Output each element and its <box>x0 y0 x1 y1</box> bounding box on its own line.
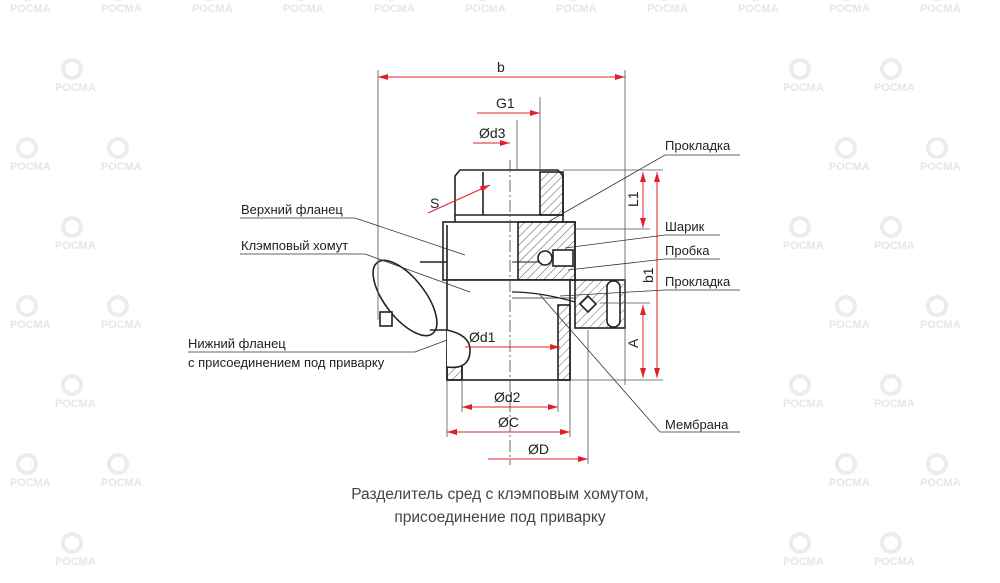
extension-lines <box>377 70 663 464</box>
watermark-text: РОСМА <box>920 161 961 173</box>
watermark-text: РОСМА <box>192 3 233 15</box>
dim-g1: G1 <box>496 95 515 111</box>
watermark-logo-icon <box>926 453 948 475</box>
watermark-text: РОСМА <box>874 556 915 568</box>
watermark-logo-icon <box>789 532 811 554</box>
watermark-text: РОСМА <box>783 82 824 94</box>
watermark-text: РОСМА <box>556 3 597 15</box>
label-plug: Пробка <box>665 243 710 258</box>
watermark-text: РОСМА <box>55 82 96 94</box>
watermark-logo-icon <box>835 295 857 317</box>
caption-line-2: присоединение под приварку <box>394 509 606 526</box>
watermark-text: РОСМА <box>874 398 915 410</box>
watermark-text: РОСМА <box>10 3 51 15</box>
watermark-text: РОСМА <box>55 398 96 410</box>
watermark-logo-icon <box>926 137 948 159</box>
watermark-logo-icon <box>789 374 811 396</box>
dim-d2: Ød2 <box>494 389 521 405</box>
watermark-text: РОСМА <box>920 477 961 489</box>
dim-b: b <box>497 59 505 75</box>
label-lower-flange-1: Нижний фланец <box>188 336 286 351</box>
watermark-text: РОСМА <box>283 3 324 15</box>
label-gasket-top: Прокладка <box>665 138 731 153</box>
watermark-logo-icon <box>835 453 857 475</box>
watermark-text: РОСМА <box>783 556 824 568</box>
watermark-text: РОСМА <box>10 319 51 331</box>
watermark-text: РОСМА <box>465 3 506 15</box>
watermark-grid: РОСМА РОСМА РОСМА РОСМА РОСМА РОСМА РОСМА РОСМА… <box>10 0 961 568</box>
label-membrane: Мембрана <box>665 417 729 432</box>
dim-b1: b1 <box>640 267 656 283</box>
label-ball: Шарик <box>665 219 705 234</box>
watermark-text: РОСМА <box>738 3 779 15</box>
watermark-text: РОСМА <box>783 398 824 410</box>
watermark-logo-icon <box>926 295 948 317</box>
watermark-text: РОСМА <box>920 3 961 15</box>
watermark-logo-icon <box>835 137 857 159</box>
watermark-logo-icon <box>61 532 83 554</box>
dimension-lines <box>378 74 660 462</box>
watermark-text: РОСМА <box>10 161 51 173</box>
watermark-text: РОСМА <box>101 319 142 331</box>
watermark-logo-icon <box>61 58 83 80</box>
watermark-text: РОСМА <box>101 161 142 173</box>
watermark-logo-icon <box>880 58 902 80</box>
watermark-logo-icon <box>61 374 83 396</box>
watermark-logo-icon <box>789 216 811 238</box>
dim-d: ØD <box>528 441 549 457</box>
leader-lines <box>188 154 740 433</box>
caption: Разделитель сред с клэмповым хомутом, пр… <box>0 483 1000 529</box>
watermark-text: РОСМА <box>874 82 915 94</box>
watermark-logo-icon <box>107 295 129 317</box>
part-outline <box>372 169 626 381</box>
label-clamp: Клэмповый хомут <box>241 238 348 253</box>
watermark-logo-icon <box>107 137 129 159</box>
watermark-text: РОСМА <box>55 556 96 568</box>
watermark-text: РОСМА <box>101 477 142 489</box>
label-gasket-bottom: Прокладка <box>665 274 731 289</box>
watermark-text: РОСМА <box>829 319 870 331</box>
dim-a: A <box>625 338 641 348</box>
dim-c: ØC <box>498 414 519 430</box>
dim-s: S <box>430 195 439 211</box>
watermark-text: РОСМА <box>783 240 824 252</box>
watermark-text: РОСМА <box>101 3 142 15</box>
watermark-text: РОСМА <box>10 477 51 489</box>
dim-l1: L1 <box>625 191 641 207</box>
label-upper-flange: Верхний фланец <box>241 202 343 217</box>
dim-d1: Ød1 <box>469 329 496 345</box>
watermark-logo-icon <box>107 453 129 475</box>
watermark-logo-icon <box>880 532 902 554</box>
watermark-logo-icon <box>16 137 38 159</box>
caption-line-1: Разделитель сред с клэмповым хомутом, <box>351 486 649 503</box>
dim-d3: Ød3 <box>479 125 506 141</box>
watermark-logo-icon <box>880 374 902 396</box>
watermark-text: РОСМА <box>920 319 961 331</box>
watermark-logo-icon <box>61 216 83 238</box>
watermark-logo-icon <box>16 453 38 475</box>
watermark-logo-icon <box>16 295 38 317</box>
watermark-text: РОСМА <box>829 3 870 15</box>
watermark-text: РОСМА <box>374 3 415 15</box>
label-lower-flange-2: с присоединением под приварку <box>188 355 385 370</box>
watermark-logo-icon <box>789 58 811 80</box>
watermark-text: РОСМА <box>874 240 915 252</box>
watermark-text: РОСМА <box>829 477 870 489</box>
watermark-text: РОСМА <box>55 240 96 252</box>
watermark-logo-icon <box>880 216 902 238</box>
watermark-text: РОСМА <box>829 161 870 173</box>
watermark-text: РОСМА <box>647 3 688 15</box>
